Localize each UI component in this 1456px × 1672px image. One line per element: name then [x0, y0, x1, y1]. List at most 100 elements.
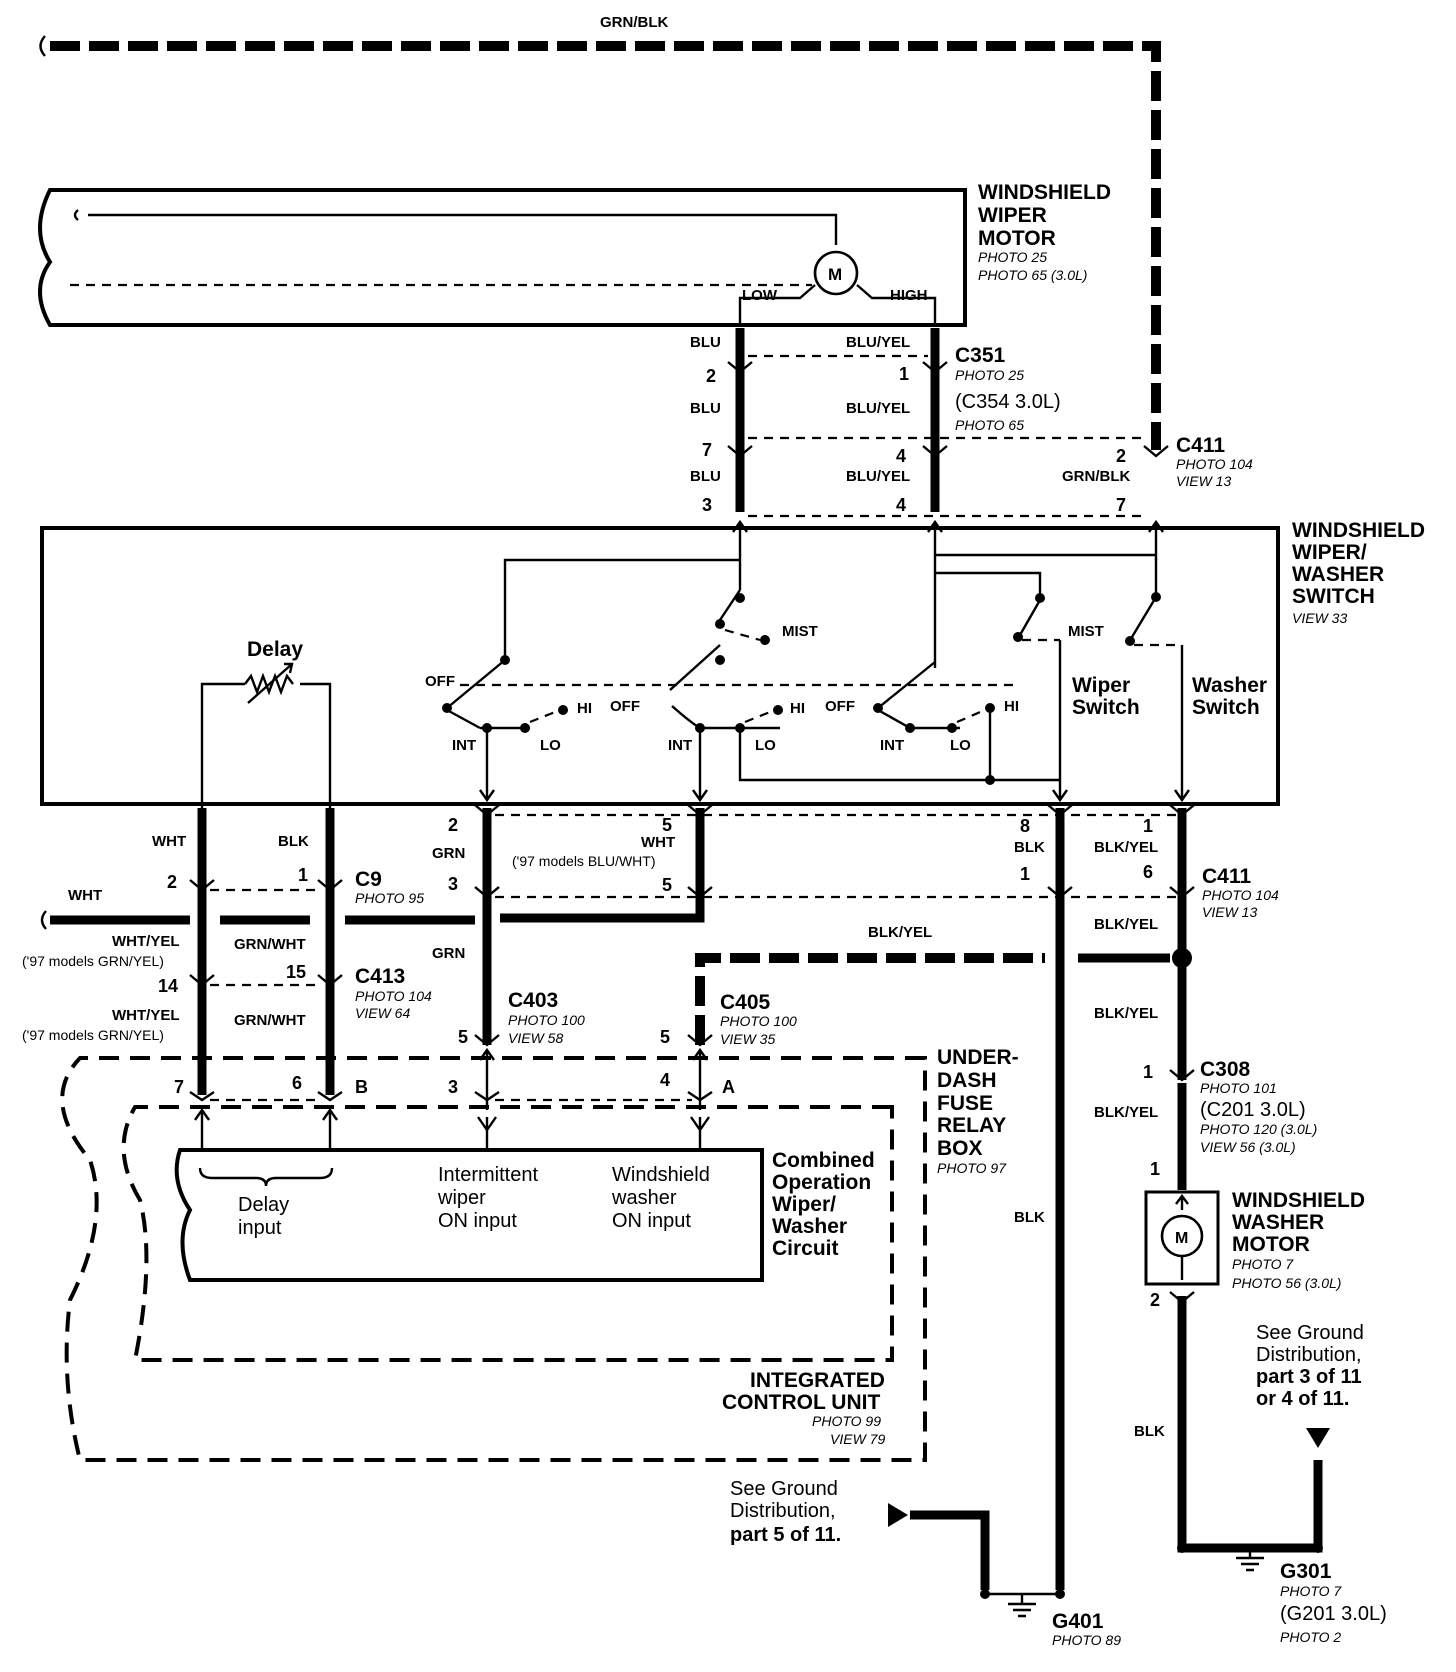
c308-photo-2: PHOTO 120 (3.0L): [1200, 1121, 1317, 1137]
gnr-l2: Distribution,: [1256, 1344, 1362, 1366]
underdash-l1: UNDER-: [937, 1046, 1019, 1069]
washer-title-2: WASHER: [1232, 1211, 1324, 1234]
c403-photo: PHOTO 100: [508, 1012, 585, 1028]
wire-bluyel-b: BLU/YEL: [846, 400, 910, 417]
switch-title-4: SWITCH: [1292, 585, 1375, 608]
c351-photo-2: PHOTO 65: [955, 417, 1024, 433]
wire-bluyel-a: BLU/YEL: [846, 334, 910, 351]
combined-l5: Circuit: [772, 1237, 839, 1260]
pin-2-grn: 2: [448, 815, 458, 835]
wiper-motor-title-3: MOTOR: [978, 227, 1056, 250]
pin-2b: 2: [1116, 446, 1126, 466]
washer-pin-1: 1: [1150, 1159, 1160, 1179]
wire-whtyel-b: WHT/YEL: [112, 1007, 180, 1024]
wiper-switch-2: Switch: [1072, 696, 1140, 719]
underdash-l2: DASH: [937, 1069, 997, 1092]
c351-photo: PHOTO 25: [955, 367, 1024, 383]
wiper-switch-1: Wiper: [1072, 674, 1130, 697]
pin-5b: 5: [662, 875, 672, 895]
gnr-l1: See Ground: [1256, 1322, 1364, 1344]
pin-3: 3: [702, 495, 712, 515]
wire-grnwht-b: GRN/WHT: [234, 1012, 306, 1029]
c405-name: C405: [720, 991, 771, 1014]
wire-wht-left: WHT: [68, 887, 102, 904]
pin-3b: 3: [448, 1077, 458, 1097]
g401-name: G401: [1052, 1610, 1104, 1633]
wiper-motor-symbol: [813, 250, 859, 296]
delay-input-2: input: [238, 1217, 282, 1239]
wiper-motor: M LOW HIGH WINDSHIELD WIPER MOTOR PHOTO …: [38, 181, 1111, 327]
wire-blkyel-c: BLK/YEL: [1094, 1005, 1158, 1022]
c403-name: C403: [508, 989, 558, 1012]
switch-title-3: WASHER: [1292, 563, 1384, 586]
switch-view: VIEW 33: [1292, 610, 1347, 626]
wire-blk-8: BLK: [1014, 839, 1045, 856]
underdash-l5: BOX: [937, 1137, 983, 1160]
pin-a: A: [722, 1077, 735, 1097]
combined-l4: Washer: [772, 1215, 847, 1238]
wires-blu-bluyel: BLU BLU/YEL 2 1 BLU BLU/YEL 7 4 2 BLU BL…: [690, 328, 1169, 518]
washer-pin-2: 2: [1150, 1290, 1160, 1310]
pin-7-icu: 7: [174, 1077, 184, 1097]
connector-c351: C351 PHOTO 25 (C354 3.0L) PHOTO 65: [955, 344, 1061, 433]
washer-photo-1: PHOTO 7: [1232, 1256, 1294, 1272]
int-2: INT: [668, 737, 692, 754]
icu-l1: INTEGRATED: [750, 1369, 885, 1392]
wiper-motor-high: HIGH: [890, 287, 928, 304]
mist-2: MIST: [1068, 623, 1104, 640]
c308-photo: PHOTO 101: [1200, 1080, 1277, 1096]
g301-photo-2: PHOTO 2: [1280, 1629, 1341, 1645]
c9-photo: PHOTO 95: [355, 890, 424, 906]
ground-note-right: See Ground Distribution, part 3 of 11 or…: [1256, 1322, 1364, 1448]
washer-motor-m: M: [1175, 1230, 1188, 1247]
int-1: INT: [452, 737, 476, 754]
pin-5c: 5: [458, 1027, 468, 1047]
underdash-photo: PHOTO 97: [937, 1160, 1007, 1176]
lo-2: LO: [755, 737, 776, 754]
wire-blkyel-d: BLK/YEL: [1094, 1104, 1158, 1121]
combined-l3: Wiper/: [772, 1193, 836, 1216]
wiper-motor-title-2: WIPER: [978, 204, 1047, 227]
washer-switch-2: Switch: [1192, 696, 1260, 719]
pin-4: 4: [660, 1070, 670, 1090]
gnr-l3: part 3 of 11: [1256, 1366, 1362, 1388]
pin-2a: 2: [167, 872, 177, 892]
integrated-control-unit: Delay input Intermittent wiper ON input …: [121, 1105, 894, 1447]
wiper-motor-low: LOW: [742, 287, 778, 304]
ground-g301: G301 PHOTO 7 (G201 3.0L) PHOTO 2: [1177, 1543, 1387, 1645]
c411-top-view: VIEW 13: [1176, 473, 1231, 489]
pin-2: 2: [706, 366, 716, 386]
c405-view: VIEW 35: [720, 1031, 775, 1047]
wire-blk-ground: BLK: [1014, 1209, 1045, 1226]
pin-15: 15: [286, 962, 306, 982]
c308-alt: (C201 3.0L): [1200, 1099, 1306, 1121]
wiper-motor-m: M: [828, 265, 842, 284]
pin-b: B: [355, 1077, 368, 1097]
wiper-motor-photo-2: PHOTO 65 (3.0L): [978, 267, 1087, 283]
hi-3: HI: [1004, 698, 1019, 715]
off-3: OFF: [825, 698, 855, 715]
pin-1c: 1: [1143, 816, 1153, 836]
wire-bluyel-c: BLU/YEL: [846, 468, 910, 485]
wire-blu-c: BLU: [690, 468, 721, 485]
wires-lower: WHT BLK 2 1 WHT WHT/YEL ('97 models GRN/…: [22, 804, 1317, 1590]
g401-photo: PHOTO 89: [1052, 1632, 1121, 1648]
pin-6-icu: 6: [292, 1073, 302, 1093]
wire-blk: BLK: [278, 833, 309, 850]
wire-blkyel-top: BLK/YEL: [868, 924, 932, 941]
wash-input-2: washer: [611, 1187, 677, 1209]
g301-name: G301: [1280, 1560, 1332, 1583]
off-1: OFF: [425, 673, 455, 690]
pin-1b: 1: [1020, 864, 1030, 884]
wire-blk-right: BLK: [1134, 1423, 1165, 1440]
c411-top-photo: PHOTO 104: [1176, 456, 1253, 472]
c403-view: VIEW 58: [508, 1030, 563, 1046]
c413-photo: PHOTO 104: [355, 988, 432, 1004]
int-input-1: Intermittent: [438, 1164, 538, 1186]
c411-mid-photo: PHOTO 104: [1202, 887, 1279, 903]
switch-title-2: WIPER/: [1292, 541, 1367, 564]
wash-input-1: Windshield: [612, 1164, 710, 1186]
wash-input-3: ON input: [612, 1210, 691, 1232]
lo-3: LO: [950, 737, 971, 754]
